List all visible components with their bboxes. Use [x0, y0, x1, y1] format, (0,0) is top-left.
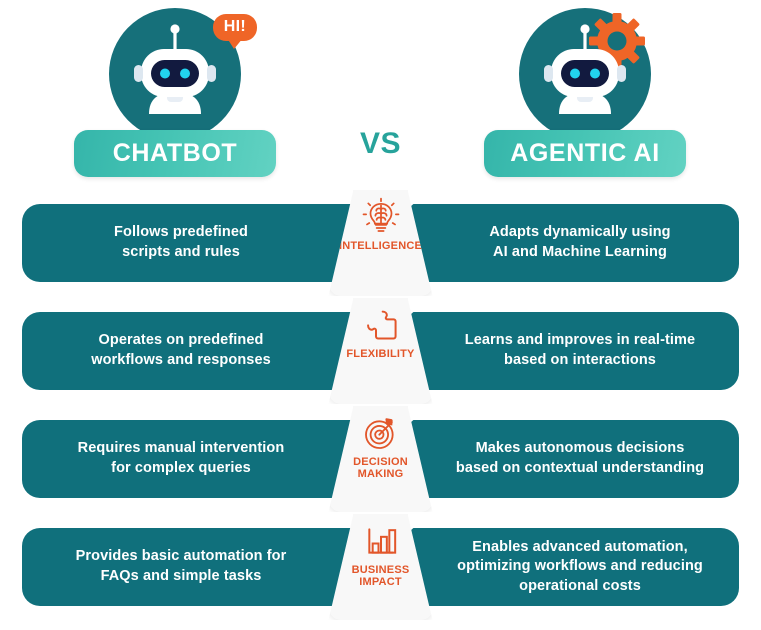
- vs-label: VS: [359, 127, 402, 160]
- agentic-ai-robot-avatar: [519, 8, 651, 140]
- agentic-statement-text: Enables advanced automation,optimizing w…: [457, 538, 703, 594]
- gear-icon: [589, 13, 645, 69]
- hi-bubble-text: HI!: [223, 18, 246, 35]
- header-section: HI! CHATBOT VS: [0, 0, 761, 190]
- agentic-ai-column-header: AGENTIC AI: [420, 0, 750, 190]
- lightbulb-brain-icon: [360, 196, 402, 238]
- robot-illustration: [544, 13, 645, 114]
- chatbot-robot-avatar: HI!: [109, 8, 257, 140]
- robot-illustration: [134, 24, 216, 114]
- chatbot-title-pill[interactable]: CHATBOT: [74, 130, 276, 177]
- category-label: INTELLIGENCE: [338, 240, 423, 252]
- chatbot-title-label: CHATBOT: [112, 139, 238, 167]
- bar-chart-icon: [360, 520, 402, 562]
- agentic-statement-bar: Enables advanced automation,optimizing w…: [369, 528, 739, 606]
- hi-speech-bubble: HI!: [212, 14, 257, 49]
- chatbot-column-header: HI! CHATBOT: [10, 0, 340, 190]
- agentic-ai-title-label: AGENTIC AI: [510, 139, 660, 167]
- category-label: FLEXIBILITY: [346, 348, 415, 360]
- puzzle-piece-icon: [360, 304, 402, 346]
- target-dartboard-icon: [360, 412, 402, 454]
- agentic-ai-title-pill[interactable]: AGENTIC AI: [484, 130, 686, 177]
